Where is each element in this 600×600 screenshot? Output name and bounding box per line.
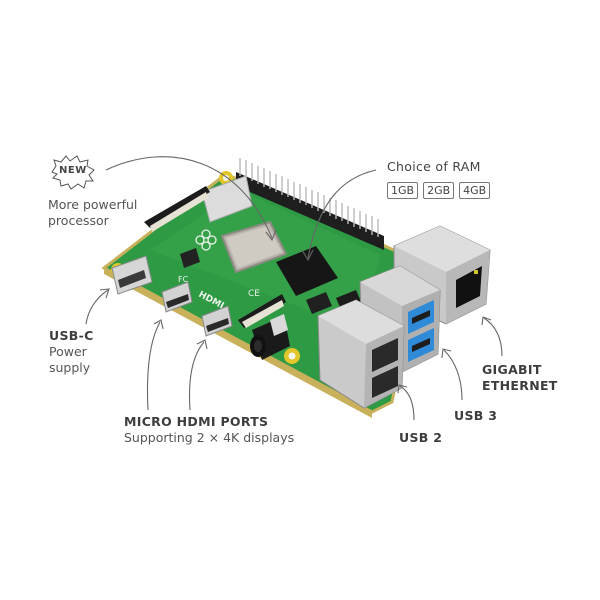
raspberry-logo-icon [195, 229, 217, 251]
usb2-ports [317, 299, 405, 409]
new-starburst-icon [51, 155, 95, 190]
ethernet-line1: GIGABIT [482, 362, 542, 377]
audio-jack [250, 314, 290, 360]
ram-title: Choice of RAM [387, 159, 481, 174]
micro-hdmi-annotation: MICRO HDMI PORTS Supporting 2 × 4K displ… [124, 414, 294, 446]
usb2-annotation: USB 2 [399, 430, 443, 445]
silkscreen-ce: CE [248, 289, 260, 299]
usb-c-annotation: USB-C Power supply [49, 328, 94, 376]
annotation-lines [85, 156, 503, 421]
usb3-annotation: USB 3 [454, 408, 498, 423]
usb-c-line2: supply [49, 360, 91, 375]
ethernet-line2: ETHERNET [482, 378, 558, 393]
ram-option-2gb: 2GB [423, 182, 455, 199]
ram-chip [276, 246, 338, 296]
ram-option-4gb: 4GB [459, 182, 491, 199]
processor-annotation: More powerful processor [48, 197, 137, 229]
new-badge: NEW [59, 165, 87, 176]
gpio-header [236, 158, 384, 250]
micro-hdmi-subtitle: Supporting 2 × 4K displays [124, 430, 295, 445]
usb-c-line1: Power [49, 344, 87, 359]
processor-line2: processor [48, 213, 109, 228]
ethernet-annotation: GIGABIT ETHERNET [482, 362, 558, 394]
silkscreen-fc: FC [178, 275, 189, 284]
usb-c-title: USB-C [49, 328, 94, 343]
micro-hdmi-title: MICRO HDMI PORTS [124, 414, 269, 429]
display-connector [144, 186, 210, 228]
processor-line1: More powerful [48, 197, 138, 212]
ram-option-1gb: 1GB [387, 182, 419, 199]
